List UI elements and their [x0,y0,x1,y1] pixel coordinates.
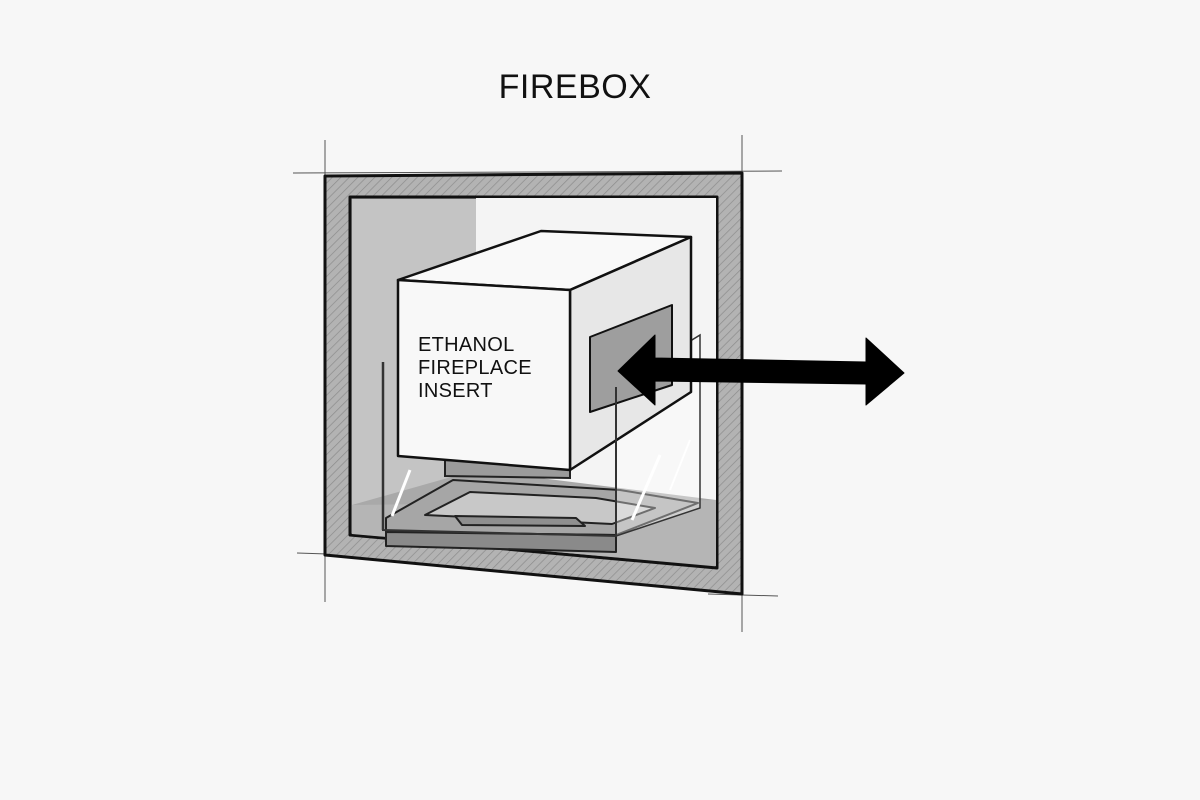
insert-label: ETHANOL FIREPLACE INSERT [418,334,532,403]
burner-tray [385,479,699,553]
diagram-title: FIREBOX [498,68,652,106]
insert-label-line: ETHANOL [418,334,515,356]
insert-front [396,278,572,472]
double-headed-arrow-icon [617,334,905,406]
insert-label-line: FIREPLACE [418,357,532,379]
insert-label-line: INSERT [418,380,493,402]
insert-box [396,229,693,472]
